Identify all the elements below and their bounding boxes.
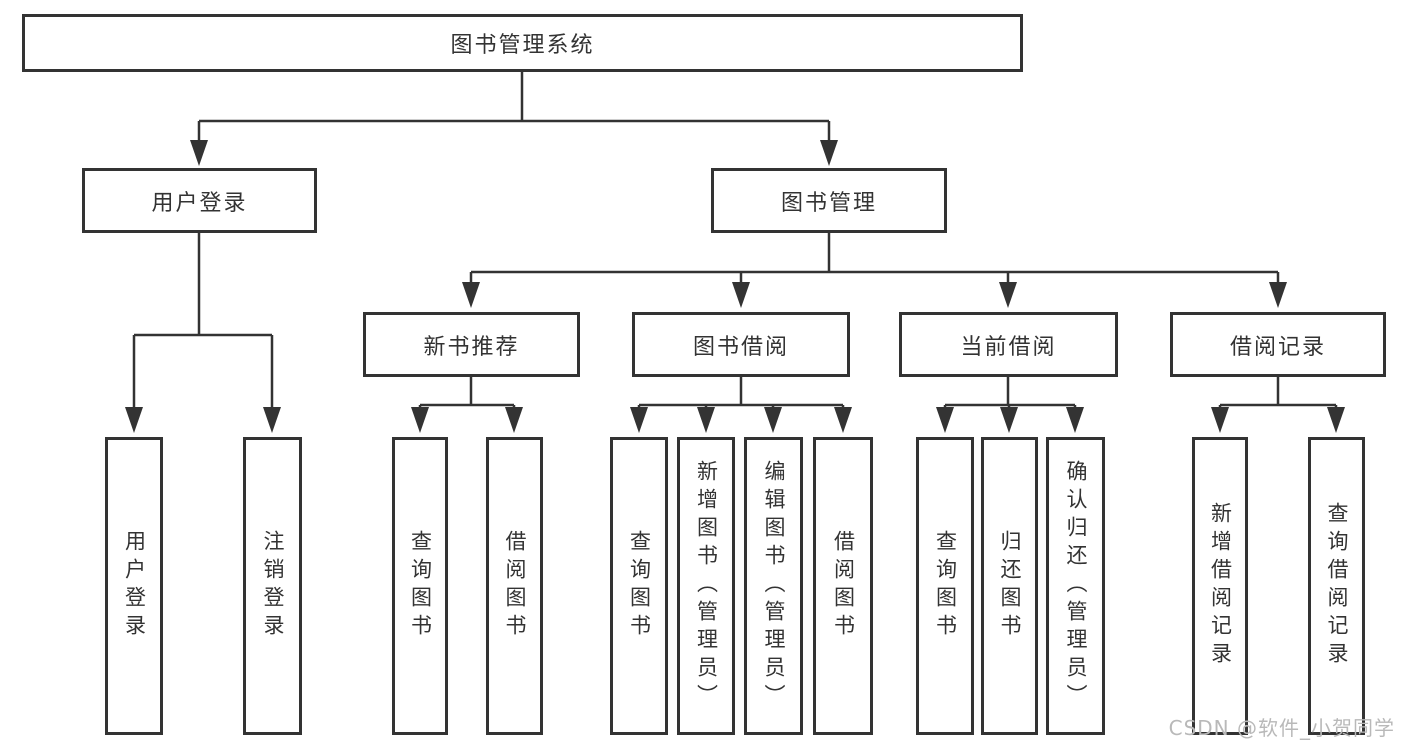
- leaf-confirm-return-admin-label: 确认归还（管理员）: [1064, 460, 1088, 712]
- arrowhead: [834, 407, 852, 433]
- arrowhead: [1000, 407, 1018, 433]
- leaf-add-borrow-record-label: 新增借阅记录: [1208, 502, 1233, 670]
- arrowhead: [999, 282, 1017, 308]
- node-user-login: 用户登录: [82, 168, 317, 233]
- leaf-return-book: 归还图书: [981, 437, 1038, 735]
- arrowhead: [190, 140, 208, 166]
- arrowhead: [697, 407, 715, 433]
- node-book-borrowing: 图书借阅: [632, 312, 850, 377]
- node-root-label: 图书管理系统: [450, 33, 595, 58]
- arrowhead: [820, 140, 838, 166]
- arrowhead: [125, 407, 143, 433]
- connector-arrows: [125, 140, 1345, 433]
- node-borrow-records-label: 借阅记录: [1229, 334, 1326, 360]
- arrowhead: [630, 407, 648, 433]
- node-new-book-recommend: 新书推荐: [363, 312, 580, 377]
- leaf-confirm-return-admin: 确认归还（管理员）: [1046, 437, 1105, 735]
- leaf-return-book-label: 归还图书: [998, 530, 1022, 642]
- leaf-logout-label: 注销登录: [261, 530, 285, 642]
- leaf-user-login-label: 用户登录: [122, 530, 147, 642]
- arrowhead: [462, 282, 480, 308]
- arrowhead: [1269, 282, 1287, 308]
- leaf-borrowing-query-book-label: 查询图书: [627, 530, 652, 642]
- leaf-query-borrow-record-label: 查询借阅记录: [1325, 502, 1349, 670]
- node-borrow-records: 借阅记录: [1170, 312, 1386, 377]
- leaf-edit-book-admin: 编辑图书（管理员）: [744, 437, 803, 735]
- node-book-borrowing-label: 图书借阅: [692, 334, 789, 360]
- arrowhead: [1327, 407, 1345, 433]
- arrowhead: [1211, 407, 1229, 433]
- leaf-add-borrow-record: 新增借阅记录: [1192, 437, 1248, 735]
- node-book-management-label: 图书管理: [780, 190, 877, 216]
- leaf-current-query-book-label: 查询图书: [933, 530, 958, 642]
- arrowhead: [1066, 407, 1084, 433]
- connector-skeleton: [134, 72, 1336, 407]
- node-new-book-recommend-label: 新书推荐: [423, 334, 520, 360]
- leaf-recommend-query-book: 查询图书: [392, 437, 448, 735]
- node-user-login-label: 用户登录: [151, 190, 248, 216]
- arrowhead: [505, 407, 523, 433]
- leaf-borrowing-query-book: 查询图书: [610, 437, 668, 735]
- leaf-recommend-borrow-book-label: 借阅图书: [503, 530, 527, 642]
- arrowhead: [764, 407, 782, 433]
- arrowhead: [936, 407, 954, 433]
- leaf-logout: 注销登录: [243, 437, 302, 735]
- leaf-recommend-query-book-label: 查询图书: [408, 530, 433, 642]
- node-book-management: 图书管理: [711, 168, 947, 233]
- node-current-borrowing: 当前借阅: [899, 312, 1118, 377]
- leaf-edit-book-admin-label: 编辑图书（管理员）: [762, 460, 786, 712]
- leaf-add-book-admin: 新增图书（管理员）: [677, 437, 735, 735]
- leaf-current-query-book: 查询图书: [916, 437, 974, 735]
- leaf-borrowing-borrow-book: 借阅图书: [813, 437, 873, 735]
- leaf-add-book-admin-label: 新增图书（管理员）: [694, 460, 719, 712]
- node-root: 图书管理系统: [22, 14, 1023, 72]
- leaf-query-borrow-record: 查询借阅记录: [1308, 437, 1365, 735]
- arrowhead: [732, 282, 750, 308]
- node-current-borrowing-label: 当前借阅: [960, 334, 1057, 360]
- csdn-watermark: CSDN @软件_小贺同学: [1168, 716, 1395, 740]
- leaf-borrowing-borrow-book-label: 借阅图书: [831, 530, 856, 642]
- leaf-user-login: 用户登录: [105, 437, 163, 735]
- arrowhead: [411, 407, 429, 433]
- arrowhead: [263, 407, 281, 433]
- leaf-recommend-borrow-book: 借阅图书: [486, 437, 543, 735]
